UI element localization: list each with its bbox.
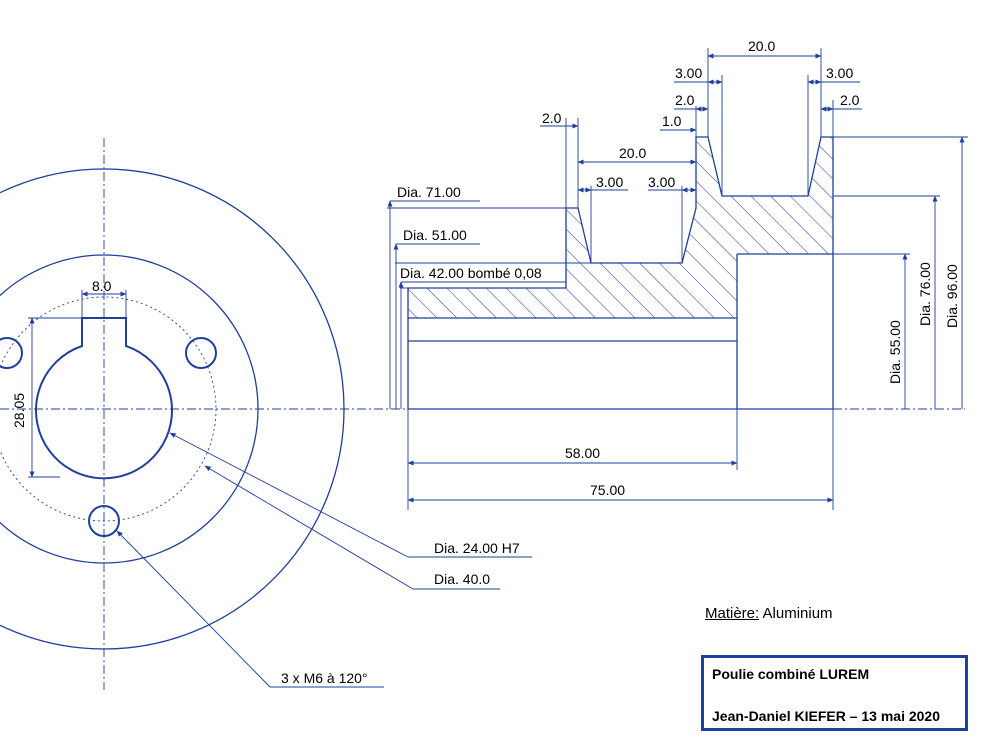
groove1-right-slope-label: 3.00	[648, 174, 675, 190]
groove2-left-slope-label: 3.00	[675, 65, 702, 81]
bolt-circle-leader	[204, 465, 414, 590]
bolt-circle	[0, 296, 217, 522]
holes-callout: 3 x M6 à 120°	[281, 670, 368, 686]
title-block: Poulie combiné LUREM Jean-Daniel KIEFER …	[701, 655, 968, 731]
groove2-left-flat-label: 2.0	[675, 92, 695, 108]
title-block-author: Jean-Daniel KIEFER – 13 mai 2020	[712, 708, 940, 724]
bolt-hole-top-left	[0, 337, 23, 369]
bore-with-keyway	[35, 317, 173, 480]
bore-leader	[169, 432, 409, 558]
length58-label: 58.00	[565, 445, 600, 461]
dia55-label: Dia. 55.00	[887, 320, 903, 384]
front-view: 8.0 28.05 Dia. 24.00 H7 Dia. 40.0 3 x M6…	[0, 138, 965, 690]
material-note: Matière: Aluminium	[705, 605, 833, 622]
holes-leader	[116, 530, 271, 688]
dia51-label: Dia. 51.00	[403, 227, 467, 243]
dia71-label: Dia. 71.00	[397, 184, 461, 200]
bolt-circle-callout: Dia. 40.0	[434, 571, 490, 587]
dia76-label: Dia. 76.00	[917, 262, 933, 326]
material-value: Aluminium	[762, 605, 833, 622]
groove2-right-slope-label: 3.00	[826, 65, 853, 81]
dia96-label: Dia. 96.00	[944, 264, 960, 328]
bolt-hole-top-right	[185, 337, 217, 369]
web-width-label: 1.0	[662, 113, 682, 129]
groove1-left-flat-label: 2.0	[542, 110, 562, 126]
material-label: Matière:	[705, 605, 760, 622]
groove2-width-label: 20.0	[748, 38, 775, 54]
section-outline	[407, 136, 834, 410]
outer-circle	[0, 168, 345, 650]
dia42-label: Dia. 42.00 bombé 0,08	[400, 265, 542, 281]
keyway-height-label: 28.05	[11, 393, 27, 428]
hub-circle	[0, 254, 259, 564]
length75-label: 75.00	[590, 482, 625, 498]
bolt-hole-bottom	[88, 505, 120, 537]
bore-callout: Dia. 24.00 H7	[434, 540, 520, 556]
section-view: Dia. 71.00 Dia. 51.00 Dia. 42.00 bombé 0…	[387, 38, 968, 510]
keyway-width-label: 8.0	[92, 278, 112, 294]
section-hatching	[408, 137, 833, 318]
groove2-right-flat-label: 2.0	[840, 92, 860, 108]
title-block-title: Poulie combiné LUREM	[712, 666, 870, 682]
groove1-width-label: 20.0	[619, 145, 646, 161]
groove1-left-slope-label: 3.00	[596, 174, 623, 190]
